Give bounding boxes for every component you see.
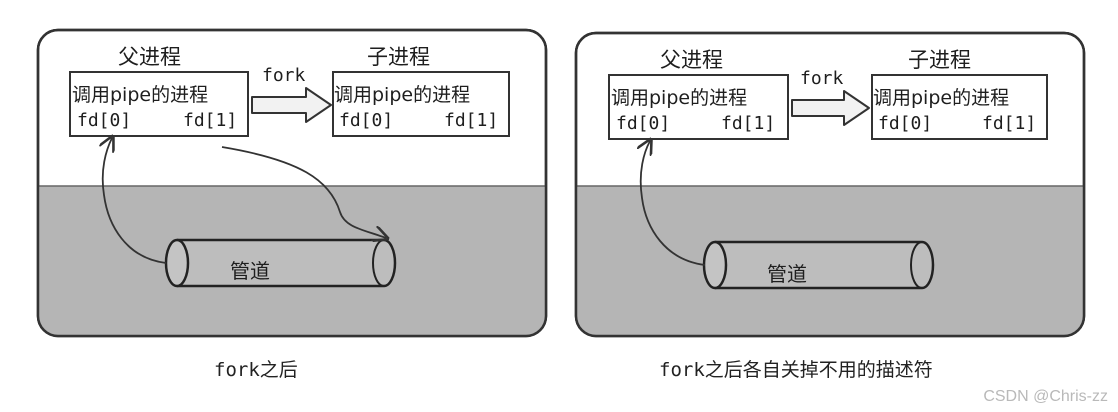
child-process-box — [871, 74, 1048, 140]
panel-fork-after-close: 父进程 子进程 调用pipe的进程 fd[0] fd[1] 调用pipe的进程 … — [574, 31, 1086, 381]
fork-arrow — [791, 90, 870, 126]
write-arrow — [221, 146, 386, 238]
child-box-title: 调用pipe的进程 — [873, 87, 1009, 109]
fork-label: fork — [262, 65, 306, 86]
fork-arrow — [251, 87, 332, 123]
child-fd1: fd[1] — [444, 110, 498, 131]
pipe-cylinder — [702, 240, 935, 290]
child-fd0: fd[0] — [339, 110, 393, 131]
parent-title: 父进程 — [118, 45, 181, 69]
child-title: 子进程 — [367, 45, 430, 69]
parent-process-box — [608, 74, 789, 140]
watermark: CSDN @Chris-zz — [983, 388, 1108, 405]
caption-left: fork之后 — [214, 359, 298, 381]
parent-fd1: fd[1] — [721, 113, 775, 134]
pipe-cylinder — [164, 238, 397, 288]
parent-box-title: 调用pipe的进程 — [611, 87, 747, 109]
parent-title: 父进程 — [660, 48, 723, 72]
parent-fd1: fd[1] — [183, 110, 237, 131]
child-fd0: fd[0] — [878, 113, 932, 134]
pipe-label: 管道 — [230, 259, 270, 283]
child-title: 子进程 — [908, 48, 971, 72]
parent-box-title: 调用pipe的进程 — [72, 84, 208, 106]
pipe-label: 管道 — [767, 262, 807, 286]
parent-fd0: fd[0] — [77, 110, 131, 131]
parent-fd0: fd[0] — [616, 113, 670, 134]
fork-label: fork — [800, 68, 844, 89]
read-arrow — [103, 138, 167, 264]
read-arrow — [641, 141, 706, 266]
parent-process-box — [69, 71, 249, 137]
caption-right: fork之后各自关掉不用的描述符 — [659, 359, 933, 381]
child-process-box — [332, 71, 510, 137]
child-box-title: 调用pipe的进程 — [334, 84, 470, 106]
panel-fork-after: 父进程 子进程 调用pipe的进程 fd[0] fd[1] 调用pipe的进程 … — [36, 28, 548, 381]
child-fd1: fd[1] — [982, 113, 1036, 134]
